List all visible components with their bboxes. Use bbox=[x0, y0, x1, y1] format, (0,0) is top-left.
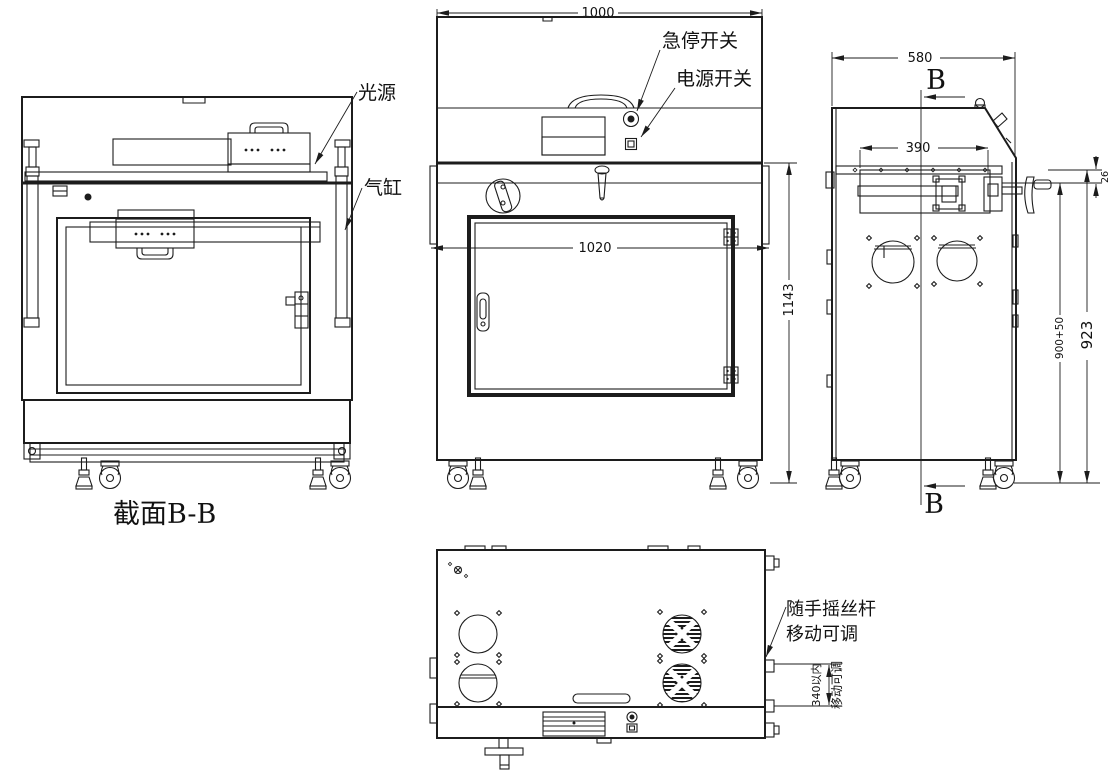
section-caption: 截面B-B bbox=[113, 499, 216, 530]
dim-1143: 1143 bbox=[782, 283, 797, 316]
vent-hole-bottom bbox=[454, 659, 502, 707]
section-view: 光源 气缸 截面B-B bbox=[21, 82, 402, 530]
door-handle[interactable] bbox=[476, 292, 490, 332]
power-switch[interactable] bbox=[624, 137, 638, 151]
side-fan-left bbox=[866, 235, 920, 289]
dim-1000: 1000 bbox=[581, 6, 614, 21]
section-mark-top: B bbox=[926, 65, 946, 96]
air-cylinder-right bbox=[334, 139, 351, 328]
air-cylinder-label: 气缸 bbox=[364, 177, 402, 199]
front-vent-panel bbox=[542, 711, 606, 737]
dim-900-50: 900+50 bbox=[1054, 317, 1066, 359]
dim-390: 390 bbox=[906, 141, 931, 156]
display-panel bbox=[541, 116, 606, 156]
side-view: 580 B B bbox=[825, 51, 1111, 520]
front-view: 1000 bbox=[429, 6, 797, 490]
light-source-label: 光源 bbox=[358, 82, 396, 104]
door-hinge-bottom bbox=[723, 366, 739, 384]
air-cylinder-left bbox=[23, 139, 40, 328]
front-door[interactable] bbox=[467, 215, 735, 397]
side-fan-right bbox=[931, 235, 983, 287]
estop-label: 急停开关 bbox=[662, 30, 738, 52]
screw-note-line1: 随手摇丝杆 bbox=[786, 599, 876, 620]
travel-dim-line1: 340以内 bbox=[809, 664, 823, 707]
carriage-assembly bbox=[89, 209, 321, 260]
lead-screw-table bbox=[825, 165, 1052, 214]
hand-crank-top-view[interactable] bbox=[484, 737, 524, 770]
section-mark-bottom: B bbox=[924, 489, 944, 520]
dim-26: 26 bbox=[1100, 171, 1111, 183]
estop-top-view bbox=[626, 711, 638, 733]
cooling-fan-bottom bbox=[657, 658, 707, 708]
door-latch bbox=[285, 291, 309, 329]
power-label: 电源开关 bbox=[676, 68, 752, 90]
top-view: 随手摇丝杆 移动可调 340以内 移动可调 bbox=[429, 545, 876, 770]
dim-580: 580 bbox=[908, 51, 933, 66]
door-hinge-top bbox=[723, 228, 739, 246]
light-source-head bbox=[227, 122, 311, 173]
hand-crank[interactable] bbox=[1024, 176, 1035, 214]
dim-1020: 1020 bbox=[578, 241, 611, 256]
travel-dim-line2: 移动可调 bbox=[830, 661, 844, 709]
light-source-rail bbox=[112, 138, 232, 166]
screw-note-line2: 移动可调 bbox=[786, 624, 858, 645]
cooling-fan-top bbox=[657, 609, 707, 659]
key bbox=[594, 165, 610, 201]
vent-hole-top bbox=[454, 610, 502, 658]
rotary-knob[interactable] bbox=[485, 178, 521, 214]
estop-button[interactable] bbox=[622, 110, 640, 128]
dim-923: 923 bbox=[1078, 321, 1096, 350]
